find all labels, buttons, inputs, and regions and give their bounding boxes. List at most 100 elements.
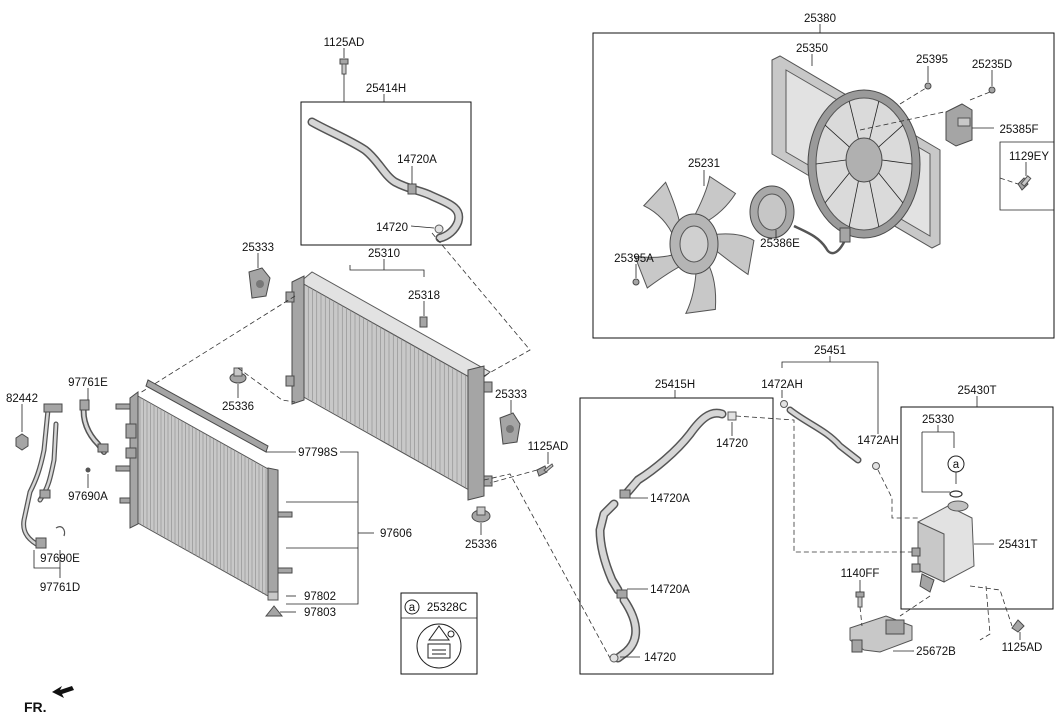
label-25415h: 25415H xyxy=(655,379,695,391)
label-82442: 82442 xyxy=(6,393,38,405)
label-25336-lower: 25336 xyxy=(465,539,497,551)
fan-shroud-25350 xyxy=(771,55,941,249)
fin-line xyxy=(815,159,847,165)
label-14720a-upper: 14720A xyxy=(397,154,437,166)
drier-cap-97802 xyxy=(267,591,279,601)
fin-line xyxy=(869,101,880,140)
lower-hose-group-box xyxy=(579,397,774,675)
label-14720a-lower-1: 14720A xyxy=(650,493,690,505)
drier-plug-97803 xyxy=(264,605,284,617)
condenser xyxy=(115,391,293,601)
hose-clamp-14720-upper xyxy=(434,224,444,234)
upper-radiator-hose xyxy=(307,117,464,243)
fan-shroud-group-box xyxy=(592,32,1055,339)
o-ring-97690a xyxy=(85,467,91,473)
label-1125ad-top: 1125AD xyxy=(324,37,365,49)
label-1125ad-mid: 1125AD xyxy=(528,441,569,453)
front-marker-label: FR. xyxy=(24,699,47,715)
label-25336-upper: 25336 xyxy=(222,401,254,413)
fan-blade xyxy=(691,175,737,224)
label-25430t: 25430T xyxy=(957,385,996,397)
front-direction-arrow-icon xyxy=(52,686,74,698)
label-14720-upper: 14720 xyxy=(376,222,408,234)
label-25328c: 25328C xyxy=(427,602,467,614)
bolt-1125ad-top xyxy=(339,58,349,75)
hose-clamp-14720a-lower-1 xyxy=(619,489,631,499)
label-25330: 25330 xyxy=(922,414,954,426)
upper-hose-group-box xyxy=(300,101,472,246)
label-25318: 25318 xyxy=(408,290,440,302)
fin-line xyxy=(848,101,859,140)
fan-motor-25386e xyxy=(749,185,851,255)
fan-blade xyxy=(634,253,685,289)
mount-bracket-25333-right xyxy=(499,412,521,445)
fin-line xyxy=(824,124,850,148)
label-25235d: 25235D xyxy=(972,59,1012,71)
label-14720-lower: 14720 xyxy=(644,652,676,664)
label-25431t: 25431T xyxy=(998,539,1037,551)
connector-bracket-25385f xyxy=(945,103,973,147)
label-25395: 25395 xyxy=(916,54,948,66)
hose-clamp-14720a-upper xyxy=(407,183,417,195)
radiator-right-tank xyxy=(467,365,485,501)
ac-pressure-line-97761e xyxy=(79,399,109,455)
label-25395a: 25395A xyxy=(614,253,654,265)
mount-bracket-25333-left xyxy=(248,267,271,299)
condenser-receiver-drier xyxy=(267,467,279,601)
overflow-hose-25451 xyxy=(780,400,880,470)
o-ring-97690e xyxy=(55,526,66,537)
fin-line xyxy=(881,159,913,165)
label-25333-right: 25333 xyxy=(495,389,527,401)
radiator xyxy=(285,271,493,501)
label-25672b: 25672B xyxy=(916,646,956,658)
condenser-left-header xyxy=(129,391,139,529)
nut-82442 xyxy=(15,433,29,451)
fan-blade xyxy=(711,233,755,276)
insulator-25336-lower xyxy=(471,506,491,523)
cooling-fan-25231 xyxy=(634,175,755,314)
bolt-1125ad-bottom xyxy=(1011,619,1025,633)
label-25231: 25231 xyxy=(688,158,720,170)
ac-pipe-97761d xyxy=(21,403,63,549)
bolt-1125ad-mid xyxy=(536,463,554,477)
label-25385f: 25385F xyxy=(999,124,1038,136)
fan-blade xyxy=(642,181,682,240)
label-1472ah-left: 1472AH xyxy=(761,379,803,391)
hose-clamp-14720-lower xyxy=(609,653,619,663)
label-97802: 97802 xyxy=(304,591,336,603)
caution-label-legend-box xyxy=(400,592,478,675)
fin-line xyxy=(869,180,880,227)
label-25380: 25380 xyxy=(804,13,836,25)
label-97761e: 97761E xyxy=(68,377,108,389)
label-25310: 25310 xyxy=(368,248,400,260)
label-1129ey: 1129EY xyxy=(1009,151,1049,163)
screw-1129ey xyxy=(1017,175,1032,191)
caution-label-icon xyxy=(416,623,462,669)
label-1472ah-right: 1472AH xyxy=(857,435,899,447)
hose-clamp-14720-lower-right xyxy=(727,411,737,421)
callout-a-letter: a xyxy=(953,459,960,471)
label-97690a: 97690A xyxy=(68,491,108,503)
label-97803: 97803 xyxy=(304,607,336,619)
label-25414h: 25414H xyxy=(366,83,406,95)
fin-line xyxy=(878,124,904,148)
lower-radiator-hose xyxy=(595,408,737,663)
label-97761d: 97761D xyxy=(40,582,80,594)
reservoir-bracket-25672b xyxy=(849,615,913,653)
reservoir-cap-callout-a: a xyxy=(947,455,965,473)
fin-line xyxy=(878,172,904,204)
label-25386e: 25386E xyxy=(760,238,800,250)
fin-line xyxy=(824,172,850,204)
fin-line xyxy=(848,180,859,227)
fan-blade xyxy=(685,261,717,314)
label-1140ff: 1140FF xyxy=(841,568,880,580)
label-97606: 97606 xyxy=(380,528,412,540)
label-97690e: 97690E xyxy=(40,553,80,565)
reservoir-seal-25330 xyxy=(949,490,963,498)
label-97798s: 97798S xyxy=(298,447,338,459)
drain-plug-25318 xyxy=(419,316,428,328)
coolant-reservoir-25431t xyxy=(911,500,975,593)
clip-25395a xyxy=(632,278,640,286)
hose-clamp-14720a-lower-2 xyxy=(616,589,628,599)
